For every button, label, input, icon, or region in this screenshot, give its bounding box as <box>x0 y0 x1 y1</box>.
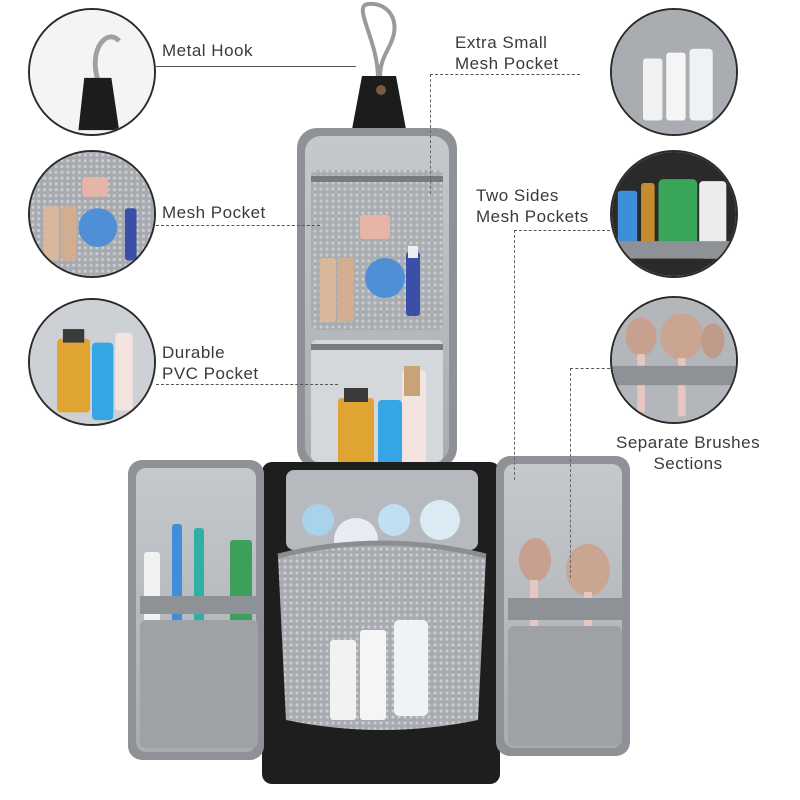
left-side-wing <box>128 460 264 760</box>
pvc-pocket-text-line2: PVC Pocket <box>162 364 259 383</box>
brushes-detail-image <box>610 296 738 424</box>
pvc-pocket-leader <box>156 384 338 385</box>
extra-small-text-line1: Extra Small <box>455 33 548 52</box>
metal-hook <box>350 1 408 140</box>
bag-main-body <box>262 462 500 784</box>
metal-hook-text: Metal Hook <box>162 41 253 60</box>
two-sides-mesh-detail-image <box>610 150 738 278</box>
pvc-pocket-label: Durable PVC Pocket <box>162 342 259 384</box>
mesh-pocket-label: Mesh Pocket <box>162 202 266 223</box>
extra-small-leader-h <box>430 74 580 75</box>
right-side-wing <box>496 456 630 756</box>
brushes-label: Separate Brushes Sections <box>616 432 760 474</box>
extra-small-mesh-label: Extra Small Mesh Pocket <box>455 32 559 74</box>
extra-small-leader-v <box>430 74 431 194</box>
two-sides-leader-v <box>514 230 515 480</box>
brushes-leader-h <box>570 368 610 369</box>
brushes-leader-v <box>570 368 571 578</box>
two-sides-mesh-label: Two Sides Mesh Pockets <box>476 185 589 227</box>
mesh-pocket-leader <box>156 225 320 226</box>
pvc-pocket-text-line1: Durable <box>162 343 226 362</box>
mesh-pocket-detail-image <box>28 150 156 278</box>
metal-hook-leader <box>156 66 356 67</box>
extra-small-text-line2: Mesh Pocket <box>455 54 559 73</box>
metal-hook-detail-image <box>28 8 156 136</box>
two-sides-text-line2: Mesh Pockets <box>476 207 589 226</box>
brushes-text-line1: Separate Brushes <box>616 433 761 452</box>
two-sides-text-line1: Two Sides <box>476 186 559 205</box>
extra-small-mesh-detail-image <box>610 8 738 136</box>
mesh-pocket-text: Mesh Pocket <box>162 203 266 222</box>
pvc-pocket-detail-image <box>28 298 156 426</box>
upper-panel <box>297 128 457 495</box>
metal-hook-label: Metal Hook <box>162 40 253 61</box>
brushes-text-line2: Sections <box>653 454 723 473</box>
two-sides-leader-h <box>514 230 610 231</box>
